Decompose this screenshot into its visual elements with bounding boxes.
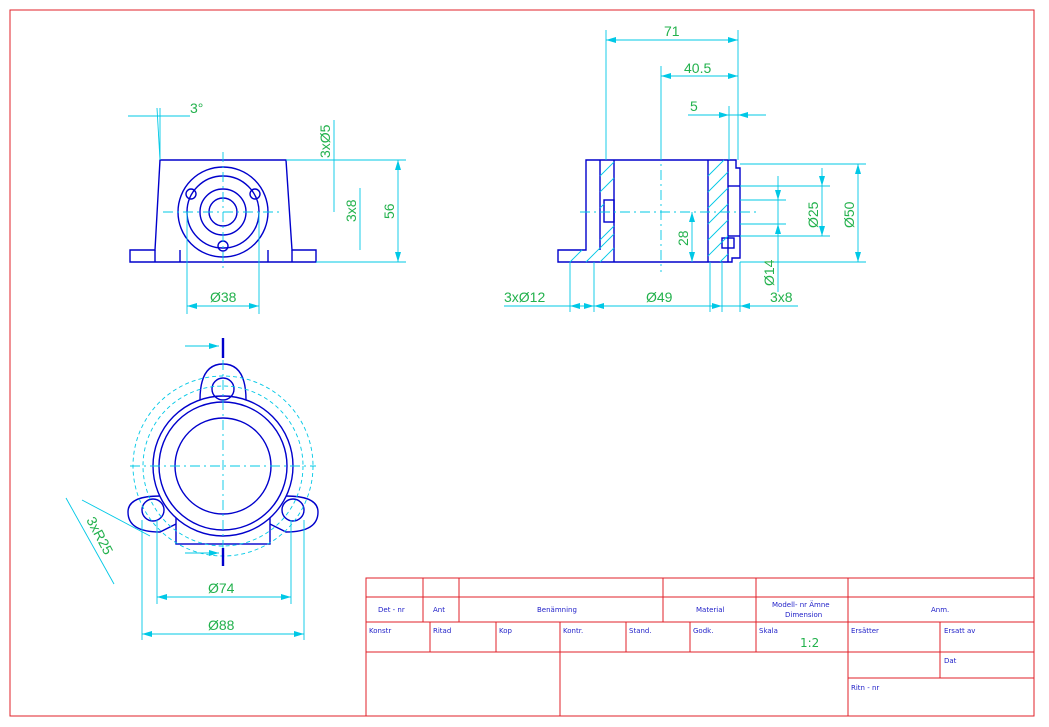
ritad-label: Ritad <box>433 627 451 635</box>
bottom-view-hole <box>141 498 165 522</box>
arrowhead <box>249 303 259 309</box>
arrowhead <box>712 303 722 309</box>
arrowhead <box>819 226 825 236</box>
bottom-view-lug-right <box>269 495 319 533</box>
arrowhead <box>855 252 861 262</box>
dia50-label: Ø50 <box>841 201 857 228</box>
angle-label: 3° <box>190 100 203 116</box>
side-view-hole-section <box>603 199 615 223</box>
radius-extension <box>81 499 151 537</box>
dia14-label: Ø14 <box>761 259 777 286</box>
bottom-view-bolt-circle <box>142 385 304 547</box>
angle-extension-line <box>156 107 161 161</box>
bottom-view-lug-left <box>127 495 177 533</box>
holes-label: 3xØ5 <box>317 124 333 158</box>
hole-depth-label: 3x8 <box>343 199 359 222</box>
arrowhead <box>594 303 604 309</box>
title-block-frame <box>365 577 1035 717</box>
dia74-label: Ø74 <box>208 580 235 596</box>
arrowhead <box>775 224 781 234</box>
arrowhead <box>728 73 738 79</box>
dat-label: Dat <box>944 657 957 665</box>
skala-label: Skala <box>759 627 778 635</box>
title-block: Det - nr Ant Benämning Material Modell- … <box>365 577 1035 717</box>
arrowhead <box>661 73 671 79</box>
ant-label: Ant <box>433 606 445 614</box>
radius-label: 3xR25 <box>83 514 116 557</box>
arrowhead <box>187 303 197 309</box>
side-view-hole-section <box>721 237 735 249</box>
stand-label: Stand. <box>629 627 652 635</box>
dimension-label: Dimension <box>785 611 822 619</box>
front-view-hole <box>249 188 261 200</box>
radius-dimension-line <box>65 497 115 585</box>
arrowhead <box>395 160 401 170</box>
arrowhead <box>689 212 695 222</box>
arrowhead <box>157 594 167 600</box>
kontr-label: Kontr. <box>563 627 583 635</box>
front-view-hole <box>185 188 197 200</box>
arrowhead <box>142 631 152 637</box>
front-view: 3° 3xØ5 3x8 56 Ø38 <box>128 100 406 314</box>
length-40-label: 40.5 <box>684 60 711 76</box>
dia88-label: Ø88 <box>208 617 235 633</box>
holes12-label: 3xØ12 <box>504 289 545 305</box>
arrowhead <box>209 343 219 349</box>
modell-label: Modell- nr Ämne <box>772 600 830 609</box>
konstr-label: Konstr <box>369 627 391 635</box>
godk-label: Godk. <box>693 627 713 635</box>
overall-length-label: 71 <box>664 23 680 39</box>
arrowhead <box>294 631 304 637</box>
depth28-label: 28 <box>675 230 691 246</box>
arrowhead <box>775 190 781 200</box>
ersatt-av-label: Ersatt av <box>944 627 975 635</box>
ersatter-label: Ersätter <box>851 627 879 635</box>
arrowhead <box>819 176 825 186</box>
arrowhead <box>689 252 695 262</box>
ritn-nr-label: Ritn - nr <box>851 684 879 692</box>
det-nr-label: Det - nr <box>378 606 405 614</box>
arrowhead <box>584 303 594 309</box>
side-view-body-outline <box>557 159 741 263</box>
skala-value: 1:2 <box>800 636 819 650</box>
depth8-label: 3x8 <box>770 289 793 305</box>
diameter-label: Ø38 <box>210 289 237 305</box>
arrowhead <box>740 303 750 309</box>
bottom-view: 3xR25 Ø74 Ø88 <box>65 338 319 640</box>
kop-label: Kop <box>499 627 513 635</box>
arrowhead <box>570 303 580 309</box>
dia49-label: Ø49 <box>646 289 673 305</box>
bottom-view-hole <box>281 498 305 522</box>
arrowhead <box>209 550 219 556</box>
benamning-label: Benämning <box>537 606 577 614</box>
arrowhead <box>719 112 729 118</box>
arrowhead <box>395 252 401 262</box>
arrowhead <box>738 112 748 118</box>
arrowhead <box>281 594 291 600</box>
step-label: 5 <box>690 98 698 114</box>
dia25-label: Ø25 <box>805 201 821 228</box>
anm-label: Anm. <box>931 606 949 614</box>
arrowhead <box>728 37 738 43</box>
height-label: 56 <box>381 203 397 219</box>
side-view: 71 40.5 5 Ø25 Ø50 28 <box>504 23 866 312</box>
material-label: Material <box>696 606 724 614</box>
arrowhead <box>855 164 861 174</box>
side-view-hatching <box>569 159 729 263</box>
arrowhead <box>606 37 616 43</box>
